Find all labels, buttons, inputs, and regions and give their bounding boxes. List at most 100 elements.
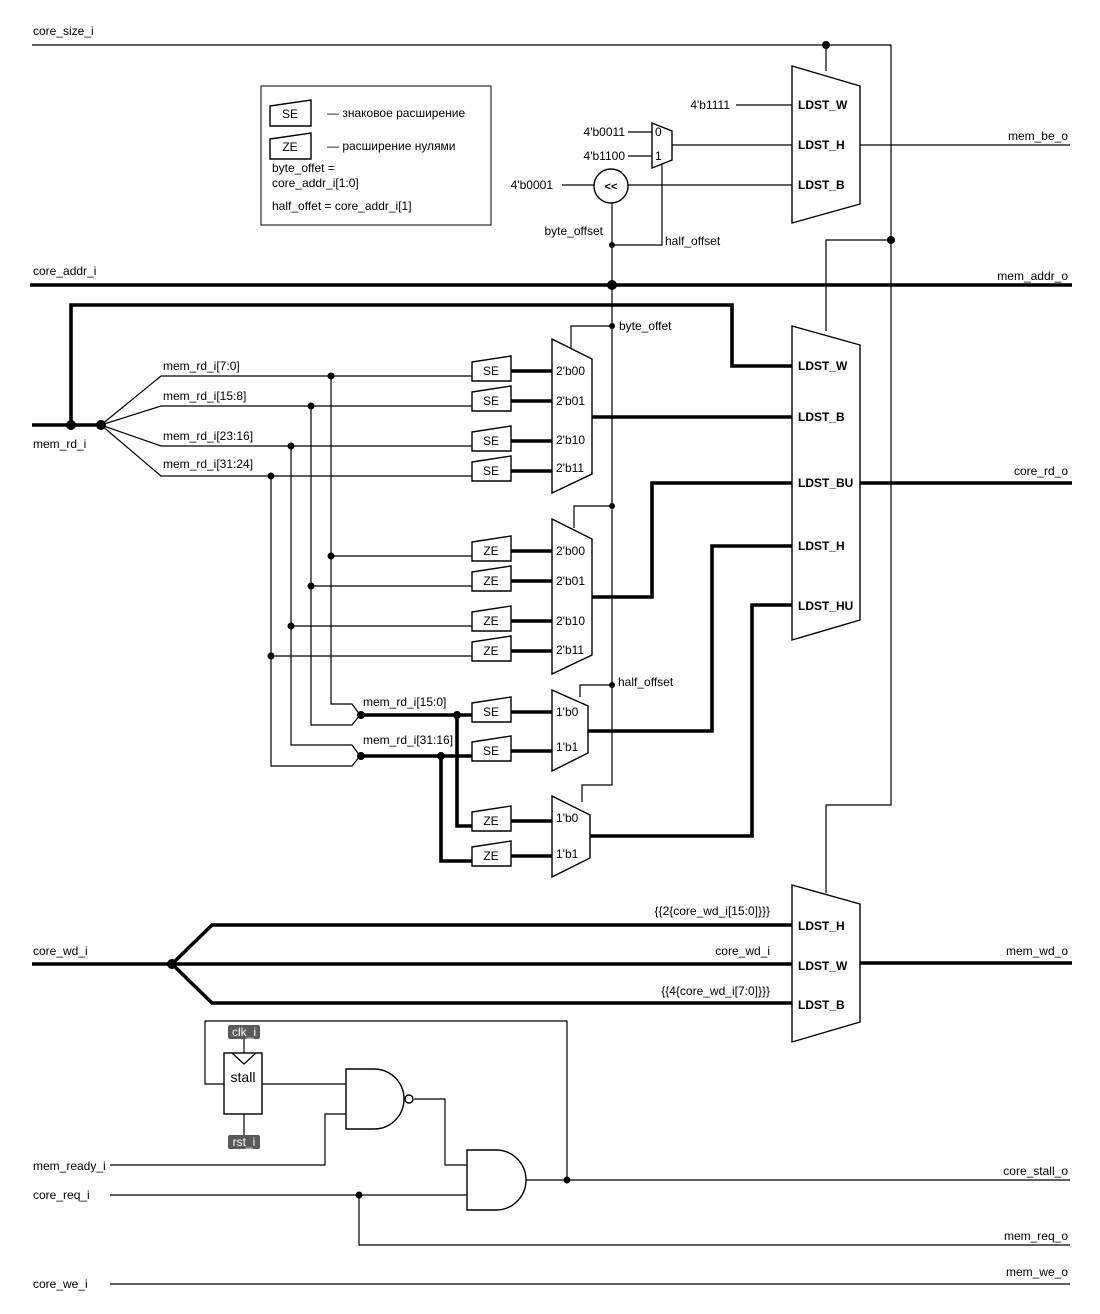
- rd-15-8-label: mem_rd_i[15:8]: [163, 389, 246, 403]
- junctions: [66, 41, 895, 1199]
- be-ldst-h: LDST_H: [798, 138, 845, 152]
- se-label: SE: [483, 394, 499, 408]
- legend-byte-offset-1: byte_offet =: [272, 161, 335, 175]
- half-select-mux: [651, 121, 673, 170]
- wd-ldst-w: LDST_W: [798, 959, 848, 973]
- legend: SE — знаковое расширение ZE — расширение…: [260, 85, 492, 226]
- se-extender: [471, 696, 512, 723]
- const-1111: 4'b1111: [690, 98, 730, 112]
- ze-extender: [471, 635, 512, 662]
- ze-half-mux: [551, 794, 591, 879]
- ze-sel-00: 2'b00: [556, 544, 585, 558]
- rd-15-0-label: mem_rd_i[15:0]: [363, 695, 446, 709]
- mem-wd-o-label: mem_wd_o: [1006, 944, 1068, 958]
- mem-ready-i-label: mem_ready_i: [33, 1159, 106, 1173]
- constant-labels: 4'b1111 4'b0011 4'b1100 4'b0001 0 1 <<: [511, 98, 731, 193]
- mux-input-labels: LDST_W LDST_H LDST_B LDST_W LDST_B LDST_…: [556, 98, 853, 1012]
- se-label: SE: [483, 744, 499, 758]
- core-we-i-label: core_we_i: [33, 1277, 88, 1291]
- ze-label: ZE: [483, 574, 498, 588]
- half-offset-label: half_offset: [665, 234, 721, 248]
- core-wd-i-label: core_wd_i: [33, 944, 88, 958]
- shift-label: <<: [605, 181, 618, 193]
- extender-labels: SE SE SE SE ZE ZE ZE ZE SE SE ZE ZE: [483, 364, 499, 863]
- legend-ze-tag: ZE: [282, 140, 297, 154]
- core-addr-i-label: core_addr_i: [33, 264, 96, 278]
- const-1100: 4'b1100: [584, 149, 626, 163]
- byte-offet-label: byte_offet: [619, 319, 672, 333]
- rd-31-24-label: mem_rd_i[31:24]: [163, 457, 253, 471]
- ze-sel-10: 2'b10: [556, 614, 585, 628]
- be-ldst-w: LDST_W: [798, 98, 848, 112]
- byte-offset-label: byte_offset: [545, 224, 604, 238]
- stall-label: stall: [231, 1069, 256, 1085]
- se-sel-11: 2'b11: [556, 461, 584, 475]
- wires: [30, 44, 1072, 1285]
- mem-req-o-label: mem_req_o: [1004, 1229, 1068, 1243]
- rd-ldst-hu: LDST_HU: [798, 599, 853, 613]
- legend-byte-offset-2: core_addr_i[1:0]: [272, 176, 359, 190]
- ze-extender: [471, 565, 512, 592]
- legend-se-desc: — знаковое расширение: [327, 106, 465, 120]
- se-sel-00: 2'b00: [556, 364, 585, 378]
- mem-rd-i-label: mem_rd_i: [33, 437, 86, 451]
- ze-byte-mux: [551, 517, 593, 676]
- se-sel-01: 2'b01: [556, 394, 585, 408]
- and-gate: [466, 1149, 527, 1211]
- wd-ldst-b: LDST_B: [798, 998, 845, 1012]
- ze-label: ZE: [483, 849, 498, 863]
- wd-ldst-h: LDST_H: [798, 919, 845, 933]
- ze-label: ZE: [483, 614, 498, 628]
- se-label: SE: [483, 434, 499, 448]
- se-label: SE: [483, 364, 499, 378]
- se-extender: [471, 455, 512, 482]
- rd-31-16-label: mem_rd_i[31:16]: [363, 733, 453, 747]
- se-byte-mux: [551, 337, 593, 495]
- legend-se-tag: SE: [282, 107, 298, 121]
- mem-addr-o-label: mem_addr_o: [997, 269, 1068, 283]
- se-label: SE: [483, 464, 499, 478]
- wd-w-label: core_wd_i: [715, 944, 770, 958]
- se-half-sel-0: 1'b0: [556, 705, 579, 719]
- ze-half-sel-1: 1'b1: [556, 847, 579, 861]
- clk-label: clk_i: [232, 1025, 256, 1039]
- wd-b-label: {{4{core_wd_i[7:0]}}}: [661, 984, 770, 998]
- core-rd-o-label: core_rd_o: [1014, 464, 1068, 478]
- mux-blocks: [551, 65, 861, 1043]
- extenders: [471, 355, 512, 867]
- core-req-i-label: core_req_i: [33, 1188, 90, 1202]
- signal-labels: byte_offset half_offset byte_offet half_…: [163, 224, 770, 998]
- se-extender: [471, 425, 512, 452]
- ze-sel-11: 2'b11: [556, 643, 584, 657]
- shift-block: [593, 168, 629, 204]
- rst-tag: [228, 1135, 260, 1149]
- legend-half-offset: half_offet = core_addr_i[1]: [272, 199, 412, 213]
- half-mux-in-0: 0: [655, 125, 662, 139]
- rd-ldst-w: LDST_W: [798, 359, 848, 373]
- const-0011: 4'b0011: [584, 125, 626, 139]
- half-offset-label-2: half_offset: [618, 675, 674, 689]
- port-labels: core_size_i core_addr_i mem_addr_o mem_b…: [33, 24, 1068, 1291]
- ze-label: ZE: [483, 544, 498, 558]
- rd-mux: [791, 325, 861, 641]
- ze-sel-01: 2'b01: [556, 574, 585, 588]
- wd-mux: [791, 884, 861, 1043]
- nand-gate: [345, 1068, 405, 1130]
- be-ldst-b: LDST_B: [798, 178, 845, 192]
- rd-7-0-label: mem_rd_i[7:0]: [163, 359, 240, 373]
- stall-logic: clk_i rst_i stall: [223, 1025, 527, 1211]
- ze-label: ZE: [483, 644, 498, 658]
- half-mux-in-1: 1: [655, 149, 662, 163]
- ze-extender: [471, 605, 512, 632]
- se-half-sel-1: 1'b1: [556, 740, 579, 754]
- const-0001: 4'b0001: [511, 178, 554, 192]
- core-size-i-label: core_size_i: [33, 24, 94, 38]
- ze-label: ZE: [483, 814, 498, 828]
- se-extender: [471, 385, 512, 412]
- ze-extender: [471, 840, 512, 867]
- se-half-mux: [551, 688, 589, 773]
- nand-bubble: [404, 1094, 414, 1104]
- core-stall-o-label: core_stall_o: [1003, 1164, 1068, 1178]
- se-extender: [471, 355, 512, 382]
- se-label: SE: [483, 705, 499, 719]
